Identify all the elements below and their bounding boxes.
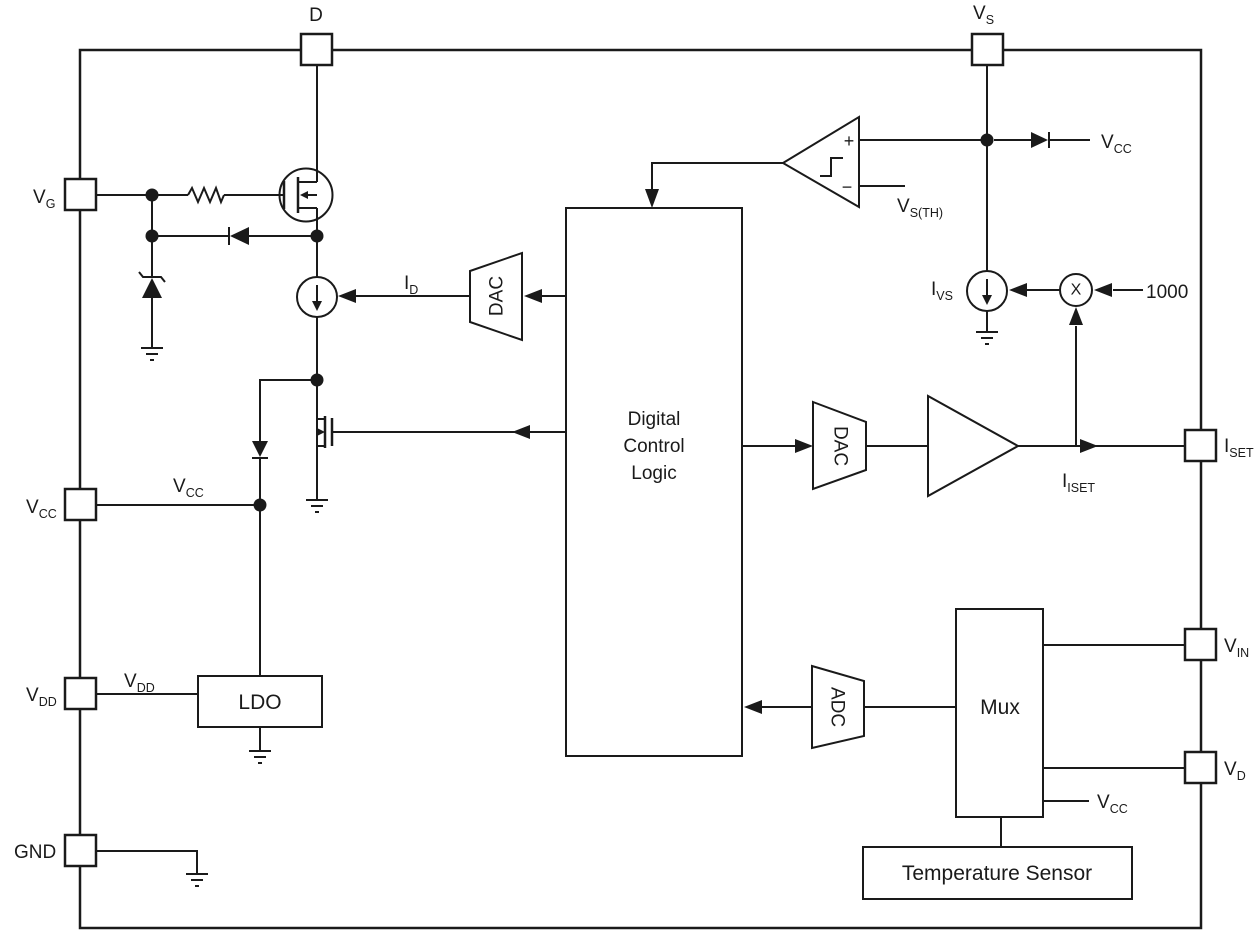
arrow-id-into-source: [338, 289, 356, 303]
ivs-current-label: IVS: [931, 279, 953, 303]
vcc-clamp-diode-icon: [252, 441, 268, 459]
pin-vdd-label: VDD: [26, 685, 57, 709]
ivs-ground-icon: [976, 331, 998, 345]
block-dac-right: DAC: [812, 400, 867, 491]
vs-threshold-label: VS(TH): [897, 196, 943, 220]
multiplier-symbol: X: [1071, 282, 1082, 299]
dcl-label-line3: Logic: [631, 463, 676, 484]
vcc-clamp-label: VCC: [1101, 132, 1132, 156]
ldo-label: LDO: [238, 691, 281, 714]
arrow-gate-drive: [512, 425, 530, 439]
multiplier-icon: X: [1059, 273, 1093, 307]
pin-iset-label: ISET: [1224, 436, 1254, 460]
zener-diode-icon: [138, 271, 166, 298]
vcc-rail-label: VCC: [173, 476, 204, 500]
arrowheads: [338, 189, 1112, 714]
gate-diode-icon: [228, 227, 249, 245]
block-ldo: LDO: [197, 675, 323, 728]
vcc-mux-label: VCC: [1097, 792, 1128, 816]
temperature-sensor-label: Temperature Sensor: [902, 862, 1092, 885]
junction-dot: [980, 133, 994, 147]
hysteresis-icon: [820, 157, 843, 177]
vs-vcc-diode-icon: [1031, 132, 1050, 148]
power-mosfet-icon: [278, 167, 334, 223]
comparator-plus-label: +: [844, 131, 855, 151]
pin-squares: [63, 32, 1218, 868]
sense-mosfet-ground-icon: [306, 499, 328, 513]
junction-dot: [145, 229, 159, 243]
ivs-current-source-icon: [966, 270, 1008, 312]
mux-label: Mux: [980, 696, 1020, 719]
block-dac-left: DAC: [469, 251, 523, 342]
iiset-current-label: IISET: [1062, 471, 1095, 495]
iset-amplifier-icon: [927, 394, 1021, 498]
pin-square-vs: [970, 32, 1005, 67]
block-adc: ADC: [811, 664, 865, 750]
block-mux: Mux: [955, 608, 1044, 818]
block-digital-control-logic: Digital Control Logic: [565, 207, 743, 757]
dcl-label-line2: Control: [623, 436, 684, 457]
arrow-amp-to-iset: [1080, 439, 1098, 453]
pin-vg-label: VG: [33, 187, 55, 211]
comparator-minus-label: −: [842, 177, 853, 197]
pin-square-gnd: [63, 833, 98, 868]
arrow-dcl-to-dac-right: [795, 439, 813, 453]
pin-vs-label: VS: [973, 3, 994, 27]
pin-vd-label: VD: [1224, 759, 1246, 783]
arrow-dcl-to-dac-left: [524, 289, 542, 303]
dac-right-label: DAC: [830, 426, 851, 466]
junction-dot: [310, 229, 324, 243]
dac-left-label: DAC: [487, 276, 508, 316]
arrow-iset-to-mult: [1069, 307, 1083, 325]
pin-square-vg: [63, 177, 98, 212]
wire-gnd: [96, 850, 198, 874]
pin-labels: D VS VG VCC VDD GND ISET VIN VD: [14, 3, 1254, 863]
pin-d-label: D: [309, 5, 323, 26]
junction-dots: [145, 133, 994, 512]
vdd-rail-label: VDD: [124, 671, 155, 695]
id-current-source-icon: [296, 276, 338, 318]
gnd-ground-icon: [186, 873, 208, 887]
multiplier-gain-label: 1000: [1146, 282, 1188, 303]
id-current-label: ID: [404, 273, 418, 297]
arrow-gain-to-mult: [1094, 283, 1112, 297]
adc-label: ADC: [827, 687, 848, 727]
pin-square-iset: [1183, 428, 1218, 463]
pin-square-vin: [1183, 627, 1218, 662]
ldo-ground-icon: [249, 750, 271, 764]
junction-dot: [310, 373, 324, 387]
pin-square-vcc: [63, 487, 98, 522]
junction-dot: [253, 498, 267, 512]
net-labels: VCC VDD VCC VCC VS(TH) ID IVS IISET 1000: [124, 132, 1188, 816]
vs-comparator: + −: [781, 115, 860, 209]
pin-square-vdd: [63, 676, 98, 711]
comparator-triangle: [781, 115, 860, 209]
arrow-comparator-to-dcl: [645, 189, 659, 208]
sense-mosfet-icon: [316, 380, 334, 500]
pin-square-vd: [1183, 750, 1218, 785]
gate-resistor-icon: [187, 185, 225, 205]
pin-vcc-label: VCC: [26, 497, 57, 521]
arrow-mult-to-ivs: [1009, 283, 1027, 297]
wire-vcc-clamp-branch: [259, 379, 317, 676]
pin-vin-label: VIN: [1224, 636, 1249, 660]
junction-dot: [145, 188, 159, 202]
block-temperature-sensor: Temperature Sensor: [862, 846, 1133, 900]
pin-square-d: [299, 32, 334, 67]
pin-gnd-label: GND: [14, 842, 56, 863]
wire-comparator-output: [651, 162, 783, 190]
dcl-label-line1: Digital: [628, 409, 681, 430]
arrow-adc-to-dcl: [744, 700, 762, 714]
zener-ground-icon: [141, 347, 163, 361]
